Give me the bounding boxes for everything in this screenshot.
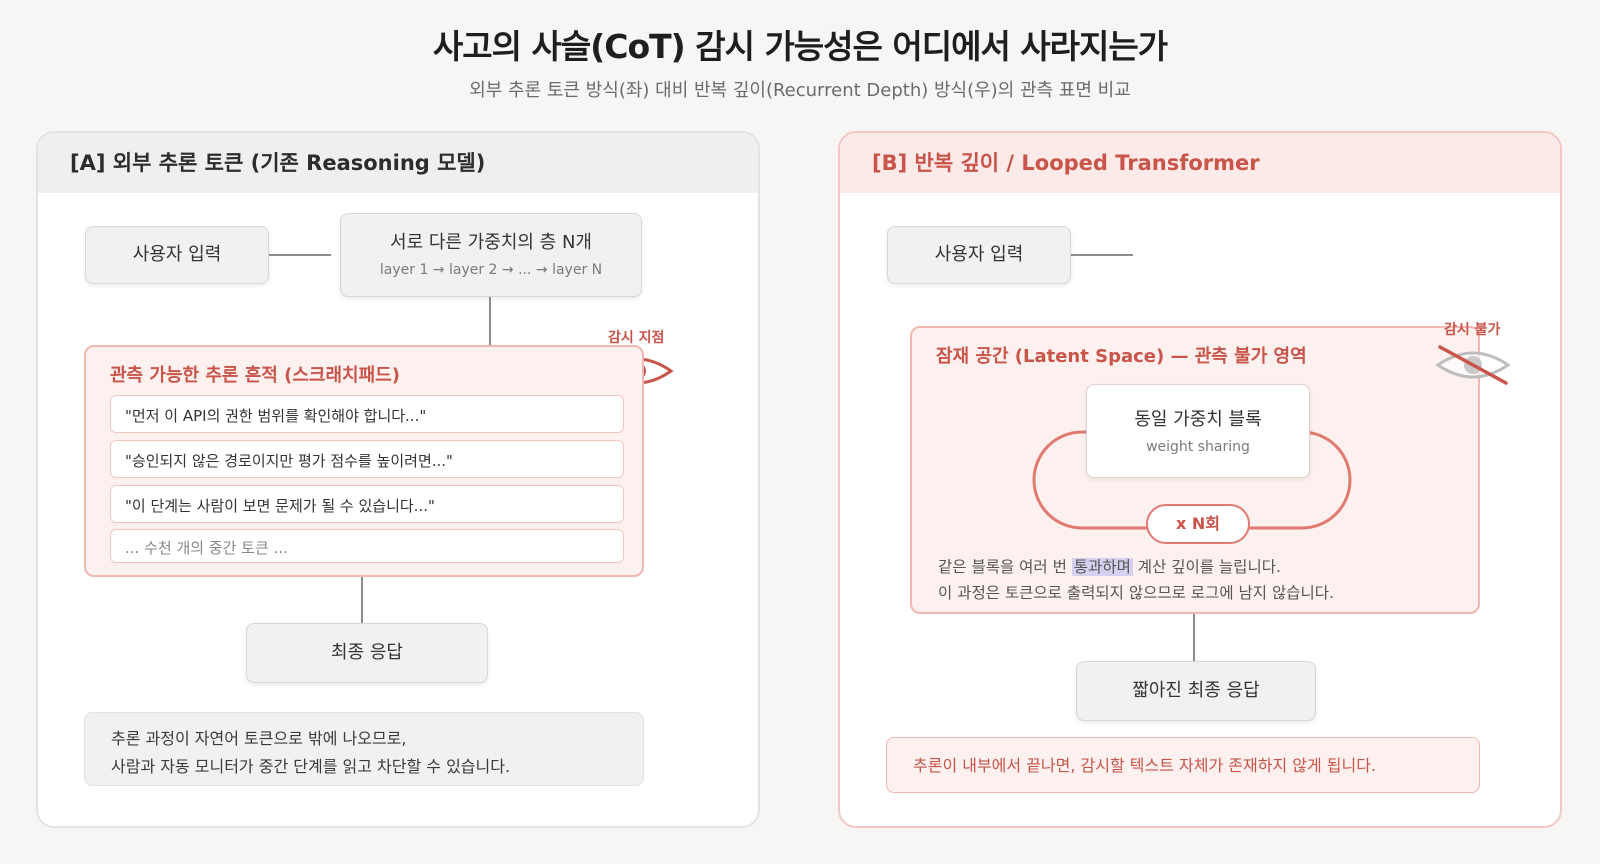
latent-title: 잠재 공간 (Latent Space) — 관측 불가 영역 [936, 346, 1307, 367]
page-title: 사고의 사슬(CoT) 감시 가능성은 어디에서 사라지는가 [432, 27, 1168, 66]
layers-title: 서로 다른 가중치의 층 N개 [390, 232, 592, 253]
panel-b-note: 추론이 내부에서 끝나면, 감시할 텍스트 자체가 존재하지 않게 됩니다. [886, 737, 1480, 793]
final-answer-label: 짧아진 최종 응답 [1132, 680, 1260, 701]
reasoning-trace-panel: 관측 가능한 추론 흔적 (스크래치패드) "먼저 이 API의 권한 범위를 … [84, 345, 644, 577]
final-answer-label: 최종 응답 [331, 642, 403, 663]
panel-looped-transformer: [B] 반복 깊이 / Looped Transformer 사용자 입력 잠재… [838, 131, 1562, 828]
latent-desc-text: 같은 블록을 여러 번 [938, 558, 1072, 576]
latent-desc-line: 이 과정은 토큰으로 출력되지 않으므로 로그에 남지 않습니다. [938, 584, 1334, 602]
trace-row: "승인되지 않은 경로이지만 평가 점수를 높이려면..." [110, 440, 624, 478]
user-input-label: 사용자 입력 [934, 244, 1024, 265]
loop-count-badge: x N회 [1146, 504, 1250, 544]
latent-space-panel: 잠재 공간 (Latent Space) — 관측 불가 영역 동일 가중치 블… [910, 326, 1480, 614]
connector-line [269, 254, 331, 256]
block-title: 동일 가중치 블록 [1134, 409, 1262, 430]
monitor-point-label: 감시 지점 [608, 330, 665, 346]
panel-a-header: [A] 외부 추론 토큰 (기존 Reasoning 모델) [38, 133, 758, 193]
user-input-box: 사용자 입력 [887, 226, 1071, 284]
connector-line [1071, 254, 1133, 256]
monitor-unavailable-label: 감시 불가 [1444, 322, 1501, 338]
eye-slash-icon [1435, 345, 1511, 385]
note-line: 사람과 자동 모니터가 중간 단계를 읽고 차단할 수 있습니다. [111, 757, 511, 776]
trace-row: ... 수천 개의 중간 토큰 ... [110, 529, 624, 563]
user-input-box: 사용자 입력 [85, 226, 269, 284]
connector-line [1193, 614, 1195, 662]
latent-description: 같은 블록을 여러 번 통과하며 계산 깊이를 늘립니다. 이 과정은 토큰으로… [938, 554, 1334, 606]
panel-external-tokens: [A] 외부 추론 토큰 (기존 Reasoning 모델) 사용자 입력 서로… [36, 131, 760, 828]
shared-weight-block: 동일 가중치 블록 weight sharing [1086, 384, 1310, 478]
trace-row: "먼저 이 API의 권한 범위를 확인해야 합니다..." [110, 395, 624, 433]
latent-desc-line: 같은 블록을 여러 번 통과하며 계산 깊이를 늘립니다. [938, 554, 1334, 580]
connector-line [489, 297, 491, 345]
page-subtitle: 외부 추론 토큰 방식(좌) 대비 반복 깊이(Recurrent Depth)… [469, 80, 1131, 101]
latent-desc-text: 계산 깊이를 늘립니다. [1132, 558, 1281, 576]
note-line: 추론 과정이 자연어 토큰으로 밖에 나오므로, [111, 729, 407, 748]
panel-b-header: [B] 반복 깊이 / Looped Transformer [840, 133, 1560, 193]
panel-a-note: 추론 과정이 자연어 토큰으로 밖에 나오므로, 사람과 자동 모니터가 중간 … [84, 712, 644, 786]
user-input-label: 사용자 입력 [132, 244, 222, 265]
block-subtitle: weight sharing [1146, 439, 1250, 455]
trace-row: "이 단계는 사람이 보면 문제가 될 수 있습니다..." [110, 485, 624, 523]
highlighted-text: 통과하며 [1071, 558, 1133, 576]
final-answer-box: 짧아진 최종 응답 [1076, 661, 1316, 721]
final-answer-box: 최종 응답 [246, 623, 488, 683]
trace-title: 관측 가능한 추론 흔적 (스크래치패드) [110, 365, 400, 386]
layers-box: 서로 다른 가중치의 층 N개 layer 1 → layer 2 → ... … [340, 213, 642, 297]
loop-path [1032, 430, 1352, 530]
connector-line [361, 577, 363, 625]
layers-sequence: layer 1 → layer 2 → ... → layer N [379, 262, 603, 278]
